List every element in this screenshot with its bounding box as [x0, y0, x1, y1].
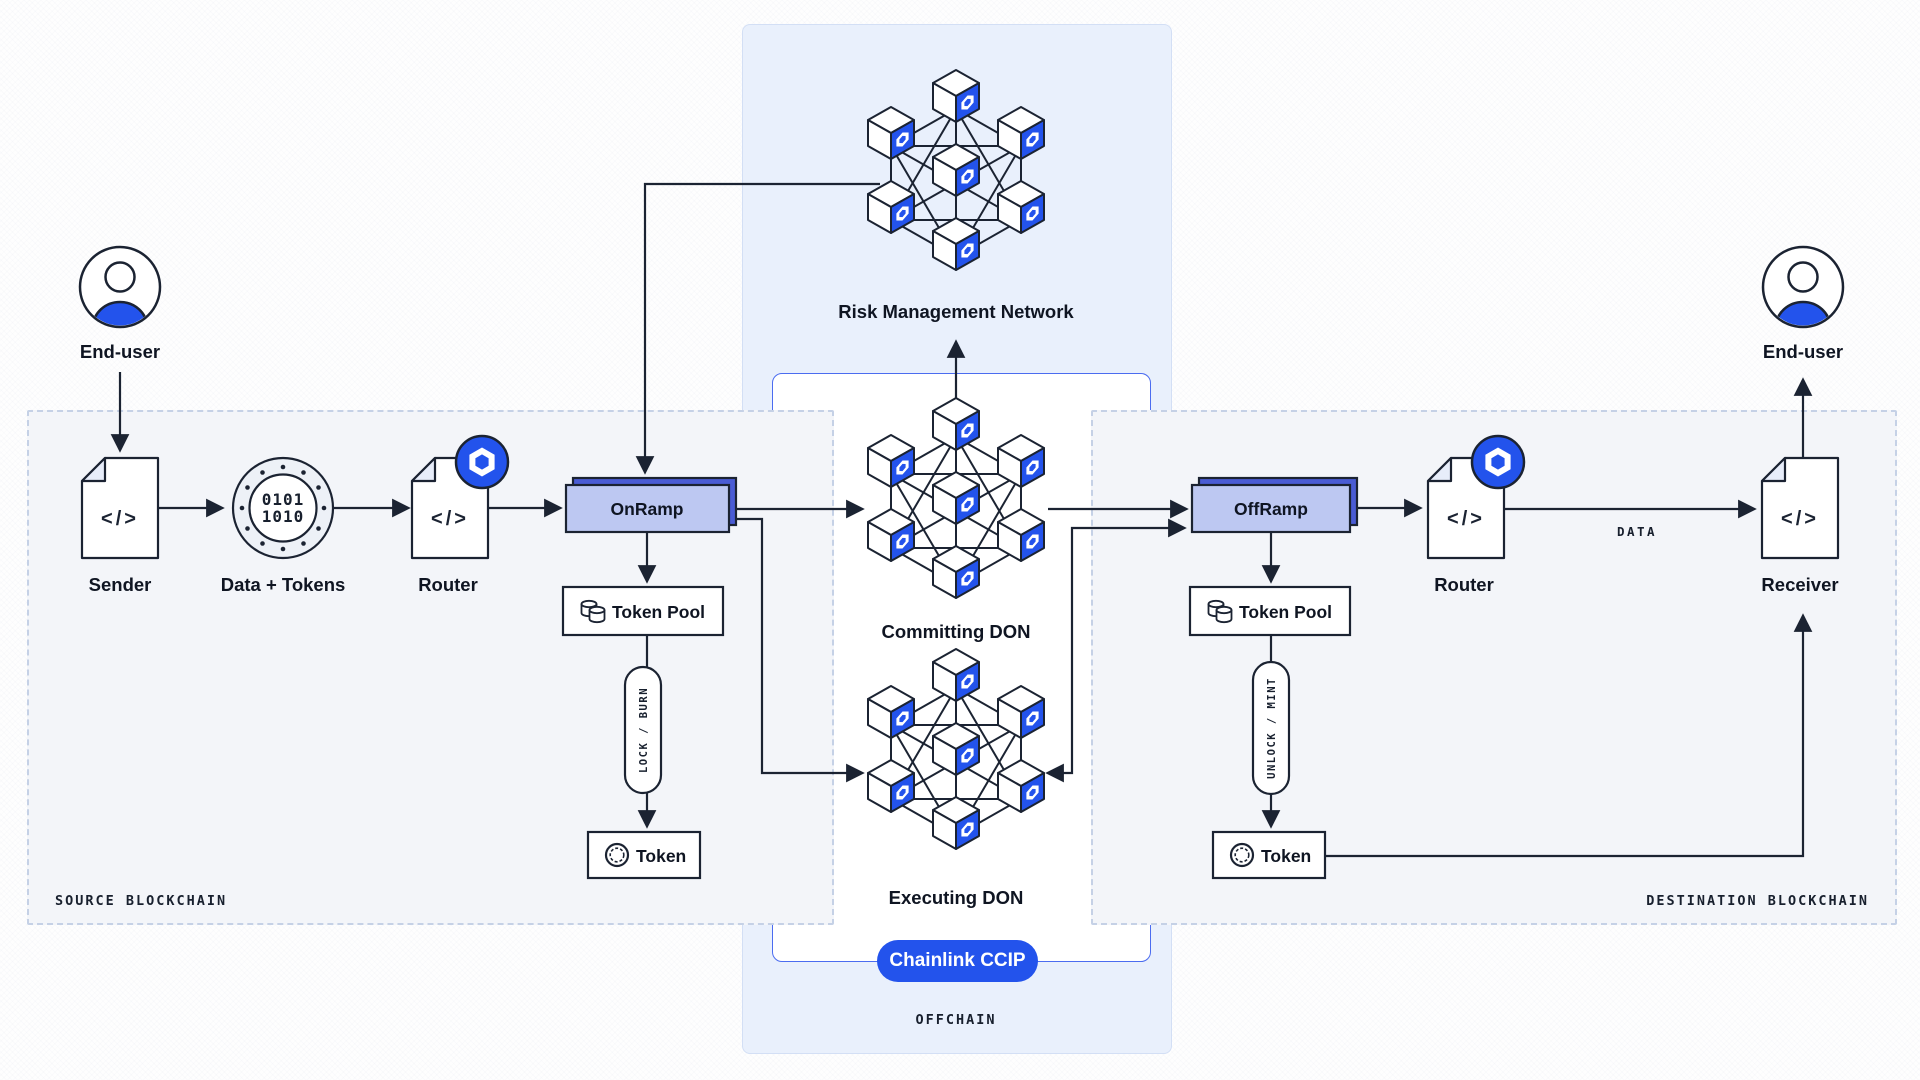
chainlink-ccip-badge: Chainlink CCIP	[877, 940, 1038, 982]
router-source-node: </> Router	[410, 434, 510, 595]
arrow-token-to-receiver	[1325, 613, 1813, 858]
sender-label: Sender	[89, 574, 152, 595]
end-user-label: End-user	[1763, 341, 1843, 362]
arrows: DATA	[110, 182, 1813, 858]
token-dest-node: Token	[1211, 830, 1327, 880]
end-user-label: End-user	[80, 341, 160, 362]
token-pool-source-label: Token Pool	[612, 602, 705, 622]
code-glyph: </>	[1447, 508, 1485, 530]
unlock-mint-pill: UNLOCK / MINT	[1251, 660, 1291, 796]
code-glyph: </>	[1781, 508, 1819, 530]
data-tokens-label: Data + Tokens	[221, 574, 346, 595]
chainlink-hexagon-icon	[454, 434, 510, 490]
dotted-ring	[239, 464, 327, 552]
committing-don-label: Committing DON	[881, 621, 1030, 642]
chainlink-hexagon-icon	[1470, 434, 1526, 490]
person-avatar-icon	[80, 247, 160, 352]
token-ring-icon	[1229, 842, 1255, 868]
token-source-label: Token	[636, 846, 686, 866]
token-pool-dest-node: Token Pool	[1188, 585, 1352, 637]
lock-burn-label: LOCK / BURN	[638, 687, 650, 773]
end-user-source: End-user	[80, 247, 160, 362]
router-dest-label: Router	[1434, 574, 1494, 595]
arrow-onramp-to-executing	[729, 517, 865, 783]
offramp-node: OffRamp	[1190, 476, 1359, 534]
line-rmn-to-onramp	[635, 182, 880, 475]
binary-line-1: 0101	[262, 490, 305, 509]
onramp-label: OnRamp	[611, 499, 684, 519]
token-pool-source-node: Token Pool	[561, 585, 725, 637]
data-arrow-label: DATA	[1617, 524, 1657, 539]
code-glyph: </>	[431, 508, 469, 530]
receiver-label: Receiver	[1761, 574, 1838, 595]
binary-line-2: 1010	[262, 507, 305, 526]
receiver-node: </> Receiver	[1760, 456, 1840, 595]
sender-node: </> Sender	[80, 456, 160, 595]
source-blockchain-label: SOURCE BLOCKCHAIN	[55, 893, 228, 909]
executing-don-label: Executing DON	[889, 887, 1024, 908]
risk-management-network-cluster	[868, 70, 1044, 270]
offramp-label: OffRamp	[1234, 499, 1308, 519]
onramp-node: OnRamp	[564, 476, 738, 534]
code-glyph: </>	[101, 508, 139, 530]
router-dest-node: </> Router	[1426, 434, 1526, 595]
arrow-executing-offramp	[1045, 518, 1187, 783]
token-pool-dest-label: Token Pool	[1239, 602, 1332, 622]
token-source-node: Token	[586, 830, 702, 880]
committing-don-cluster	[868, 398, 1044, 598]
data-tokens-inner-circle	[248, 473, 318, 543]
lock-burn-pill: LOCK / BURN	[623, 665, 663, 795]
offramp-box	[1190, 483, 1352, 534]
unlock-mint-label: UNLOCK / MINT	[1266, 677, 1278, 779]
end-user-destination: End-user	[1763, 247, 1843, 362]
offchain-label: OFFCHAIN	[915, 1012, 997, 1028]
destination-blockchain-label: DESTINATION BLOCKCHAIN	[1646, 893, 1869, 909]
person-avatar-icon	[1763, 247, 1843, 352]
token-ring-icon	[604, 842, 630, 868]
onramp-box	[564, 483, 731, 534]
executing-don-cluster	[868, 649, 1044, 849]
risk-management-network-label: Risk Management Network	[838, 301, 1074, 322]
token-dest-label: Token	[1261, 846, 1311, 866]
data-tokens-node: 0101 1010 Data + Tokens	[221, 456, 346, 595]
router-source-label: Router	[418, 574, 478, 595]
